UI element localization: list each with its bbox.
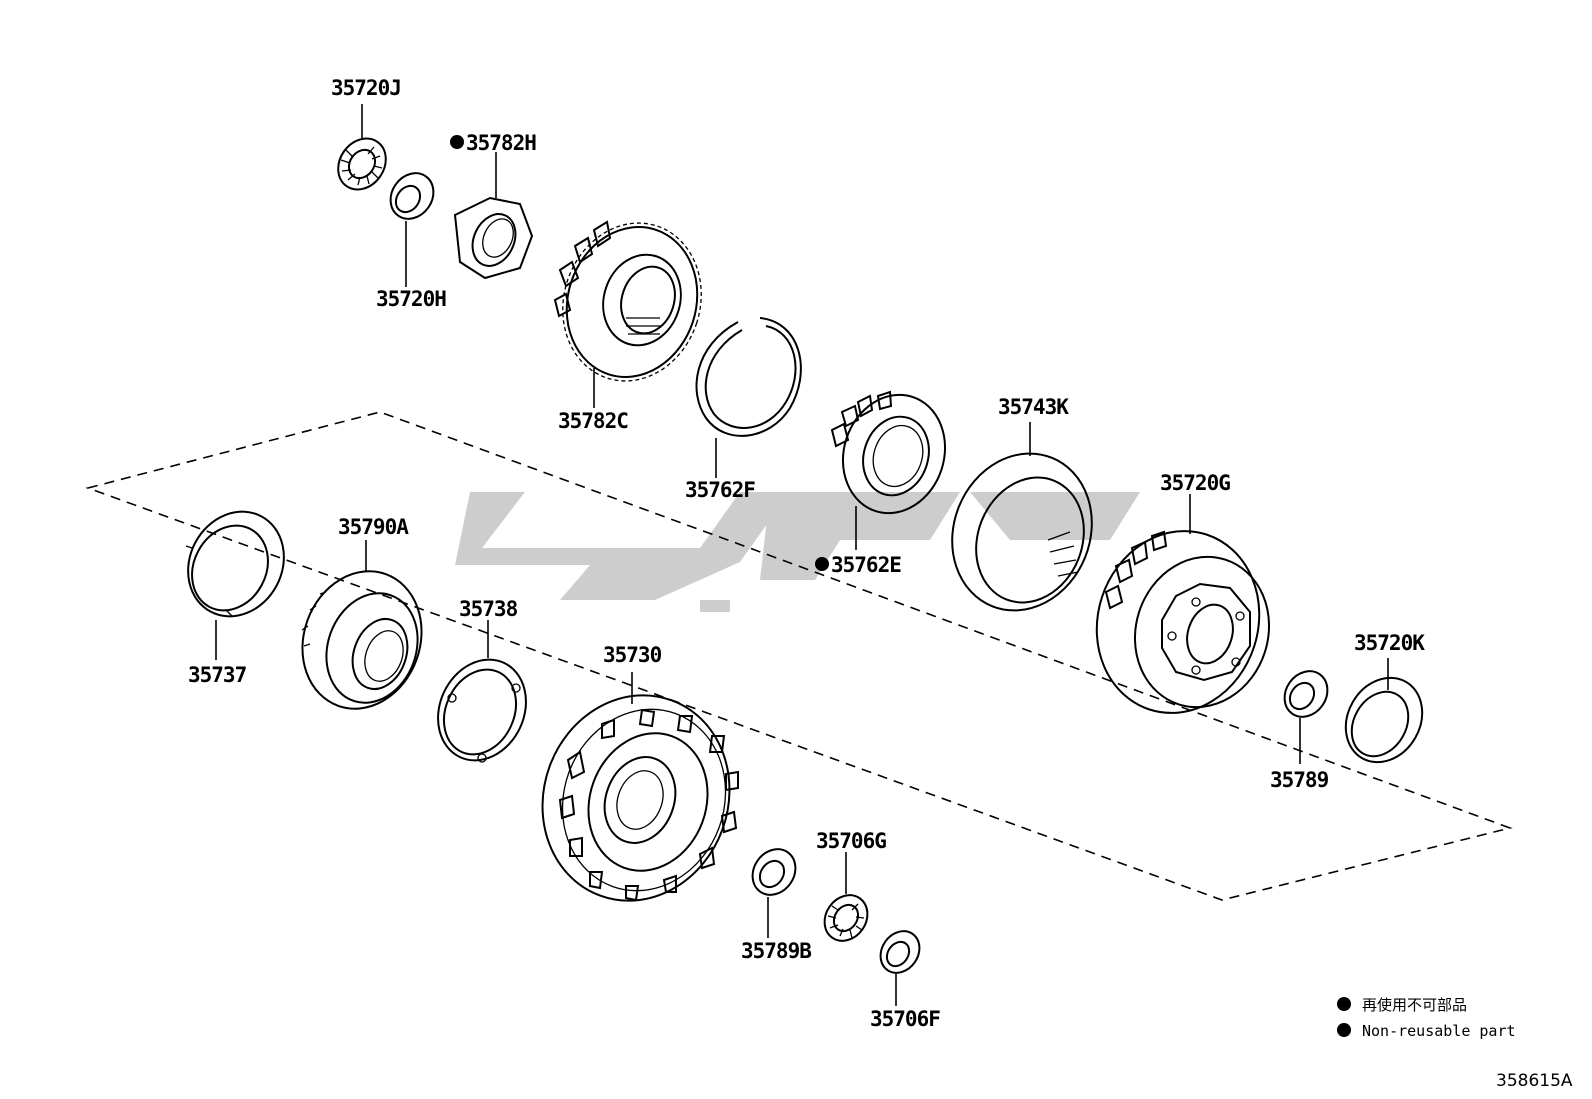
part-35743K-drum	[951, 422, 1093, 612]
label-35737: 35737	[188, 663, 247, 687]
part-35720J-bearing	[337, 104, 387, 191]
label-35789: 35789	[1270, 768, 1329, 792]
part-35720G-carrier	[1095, 494, 1271, 714]
label-35720K: 35720K	[1354, 631, 1425, 655]
part-35762E-gear	[830, 390, 947, 550]
watermark-logo	[455, 492, 1140, 612]
non-reusable-marker-35782H	[450, 135, 464, 149]
assembly-boundary	[85, 411, 1513, 901]
part-35730-clutch-drum	[541, 672, 739, 902]
legend-english: Non-reusable part	[1362, 1022, 1516, 1040]
legend-marker-en	[1337, 1023, 1351, 1037]
part-35790A-hub	[301, 540, 423, 710]
part-35720H-washer	[389, 172, 435, 287]
legend-marker-jp	[1337, 997, 1351, 1011]
non-reusable-marker-35762E	[815, 557, 829, 571]
legend: 再使用不可部品 Non-reusable part	[1337, 996, 1516, 1040]
part-35782C-gear	[553, 220, 702, 408]
label-35706G: 35706G	[816, 829, 886, 853]
label-35720H: 35720H	[376, 287, 446, 311]
label-35730: 35730	[603, 643, 662, 667]
part-35762F-snap-ring	[695, 317, 802, 478]
part-35706G-bearing	[823, 852, 869, 942]
label-35790A: 35790A	[338, 515, 409, 539]
label-35720G: 35720G	[1160, 471, 1230, 495]
label-35706F: 35706F	[870, 1007, 940, 1031]
diagram-reference: 358615A	[1496, 1071, 1573, 1091]
part-35789-washer	[1283, 670, 1329, 764]
label-35743K: 35743K	[998, 395, 1069, 419]
label-35782C: 35782C	[558, 409, 628, 433]
part-35706F-washer	[879, 930, 921, 1006]
part-35720K-ring	[1344, 658, 1424, 764]
part-35782H-nut	[453, 152, 534, 280]
label-35720J: 35720J	[331, 76, 401, 100]
label-35782H: 35782H	[466, 131, 536, 155]
label-35762E: 35762E	[831, 553, 901, 577]
part-35789B-washer	[751, 848, 797, 938]
label-35789B: 35789B	[741, 939, 811, 963]
legend-japanese: 再使用不可部品	[1362, 996, 1467, 1014]
label-35762F: 35762F	[685, 478, 755, 502]
label-35738: 35738	[459, 597, 518, 621]
part-35737-ring	[185, 510, 285, 660]
part-35738-washer	[437, 620, 527, 763]
